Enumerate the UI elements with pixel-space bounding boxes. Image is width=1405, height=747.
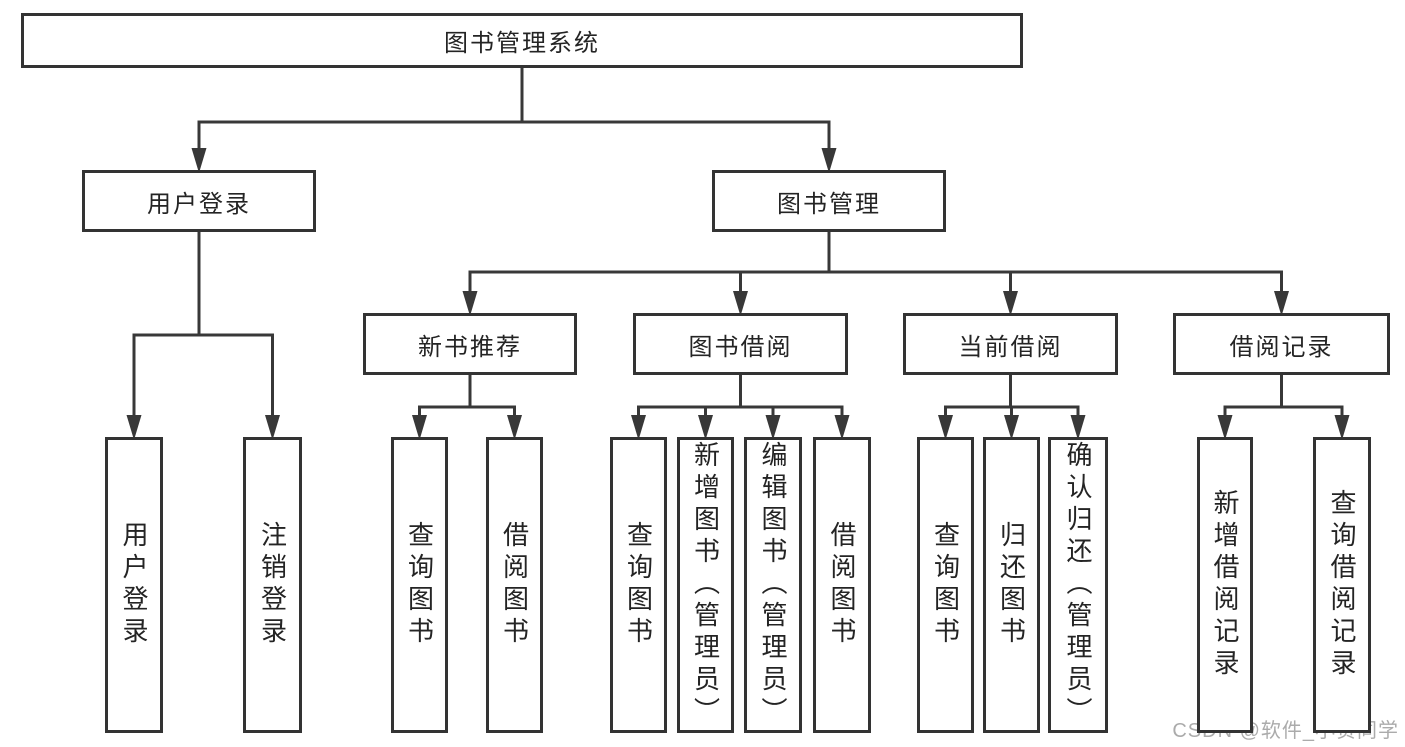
node-leaf-user-login: 用户登录 [105,437,163,733]
node-new-book-recommend: 新书推荐 [363,313,577,375]
node-label-leaf-confirm-return: 确认归还（管理员） [1063,441,1093,729]
node-label-new-book-recommend: 新书推荐 [418,333,522,361]
node-leaf-borrow-book-1: 借阅图书 [486,437,543,733]
node-label-leaf-add-borrow-record: 新增借阅记录 [1210,489,1240,681]
node-leaf-edit-book: 编辑图书（管理员） [744,437,802,733]
node-root: 图书管理系统 [21,13,1023,68]
node-label-leaf-edit-book: 编辑图书（管理员） [758,441,788,729]
node-leaf-add-borrow-record: 新增借阅记录 [1197,437,1253,733]
node-leaf-add-book: 新增图书（管理员） [677,437,734,733]
node-label-leaf-query-book-2: 查询图书 [623,521,654,649]
node-borrow-records: 借阅记录 [1173,313,1390,375]
node-label-current-borrow: 当前借阅 [958,333,1063,361]
node-book-borrow: 图书借阅 [633,313,848,375]
node-leaf-query-book-1: 查询图书 [391,437,448,733]
node-label-leaf-add-book: 新增图书（管理员） [690,441,721,729]
node-label-leaf-borrow-book-1: 借阅图书 [499,521,530,649]
node-label-book-borrow: 图书借阅 [688,333,793,361]
node-book-mgmt: 图书管理 [712,170,946,232]
node-leaf-query-borrow-record: 查询借阅记录 [1313,437,1371,733]
node-label-book-mgmt: 图书管理 [777,190,881,218]
node-user-login: 用户登录 [82,170,316,232]
node-label-leaf-query-borrow-record: 查询借阅记录 [1327,489,1357,681]
node-label-leaf-return-book: 归还图书 [996,521,1027,649]
node-label-root: 图书管理系统 [444,30,600,57]
node-leaf-query-book-2: 查询图书 [610,437,667,733]
node-label-user-login: 用户登录 [147,190,251,218]
node-leaf-return-book: 归还图书 [983,437,1040,733]
node-label-leaf-user-login: 用户登录 [119,521,149,649]
node-leaf-query-book-3: 查询图书 [917,437,974,733]
node-leaf-logout: 注销登录 [243,437,302,733]
node-label-leaf-borrow-book-2: 借阅图书 [827,521,857,649]
node-label-leaf-query-book-1: 查询图书 [404,521,435,649]
node-label-borrow-records: 借阅记录 [1229,333,1334,361]
node-label-leaf-logout: 注销登录 [257,521,288,649]
node-label-leaf-query-book-3: 查询图书 [930,521,961,649]
node-current-borrow: 当前借阅 [903,313,1118,375]
node-leaf-confirm-return: 确认归还（管理员） [1048,437,1108,733]
node-leaf-borrow-book-2: 借阅图书 [813,437,871,733]
